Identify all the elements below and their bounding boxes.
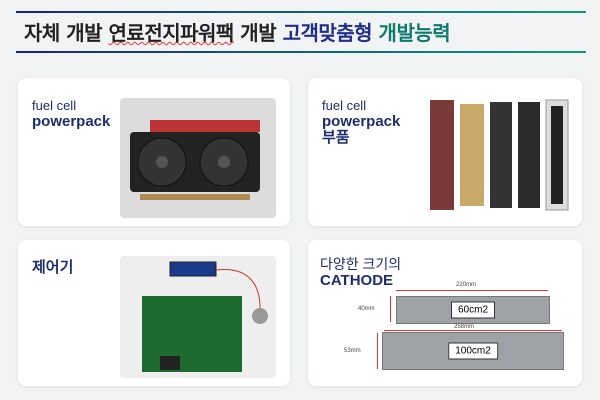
parts-photo — [426, 96, 572, 214]
powerpack-photo — [120, 98, 276, 218]
page-title: 자체 개발 연료전지파워팩 개발 고객맞춤형 개발능력 — [24, 21, 451, 45]
card-controller: 제어기 — [18, 240, 290, 386]
card-label: 제어기 — [32, 259, 74, 276]
large-area-label: 100cm2 — [448, 342, 498, 360]
large-height-line — [377, 333, 378, 369]
cathode-small: 60cm2 — [396, 296, 550, 324]
controller-photo — [120, 256, 276, 378]
cathode-large: 100cm2 — [382, 332, 564, 370]
small-area-label: 60cm2 — [450, 301, 496, 319]
header-rule-top — [16, 11, 586, 13]
small-width-label: 220mm — [456, 282, 477, 288]
large-width-line — [384, 330, 562, 331]
large-width-label: 258mm — [454, 324, 475, 330]
small-height-label: 40mm — [358, 306, 375, 312]
small-height-line — [390, 296, 391, 322]
header-rule-bottom — [16, 51, 586, 53]
large-height-label: 53mm — [344, 348, 361, 354]
small-width-line — [396, 290, 548, 291]
